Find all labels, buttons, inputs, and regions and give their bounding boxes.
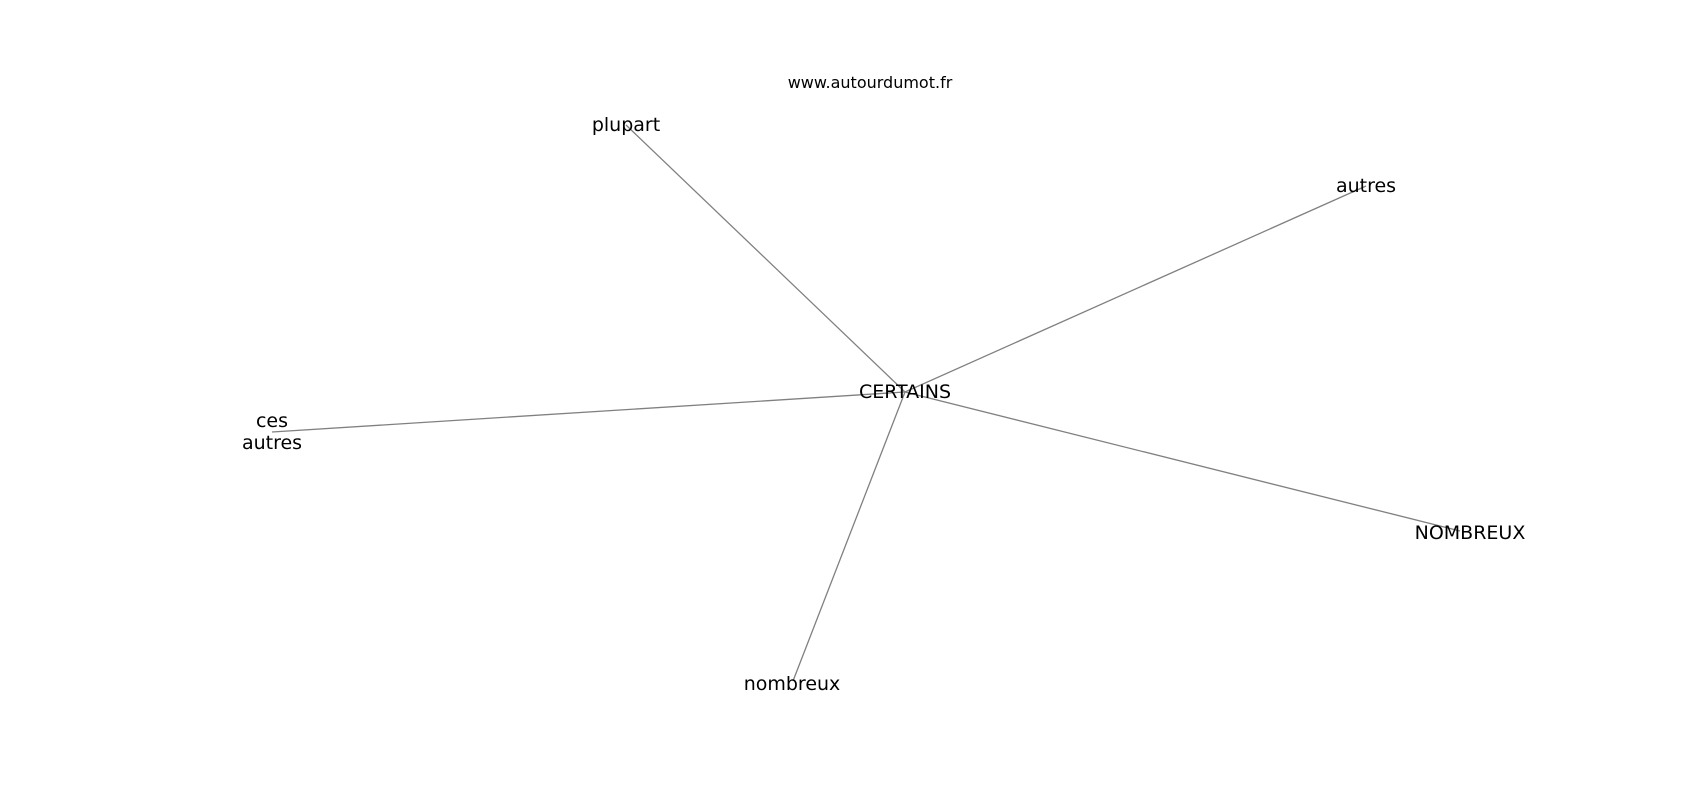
node-label-certains-line-0: CERTAINS: [859, 381, 951, 403]
node-plupart[interactable]: plupart: [592, 114, 660, 136]
watermark-text: www.autourdumot.fr: [788, 73, 953, 92]
edges-layer: [271, 124, 1461, 682]
node-autres[interactable]: autres: [1336, 175, 1396, 197]
edge-certains-autres: [904, 185, 1367, 393]
node-label-nombreux-upper-line-0: NOMBREUX: [1415, 522, 1526, 544]
node-label-plupart-line-0: plupart: [592, 114, 660, 136]
node-nombreux[interactable]: nombreux: [744, 673, 841, 695]
node-certains[interactable]: CERTAINS: [859, 381, 951, 403]
node-label-ces-autres-line-1: autres: [242, 432, 302, 454]
edge-certains-nombreux-upper: [904, 391, 1461, 532]
node-nombreux-upper[interactable]: NOMBREUX: [1415, 522, 1526, 544]
node-label-autres-line-0: autres: [1336, 175, 1396, 197]
node-label-nombreux-line-0: nombreux: [744, 673, 841, 695]
edge-certains-plupart: [625, 124, 906, 393]
node-label-ces-autres-line-0: ces: [256, 410, 288, 432]
edge-certains-nombreux: [792, 391, 906, 682]
edge-certains-ces-autres: [271, 391, 906, 433]
